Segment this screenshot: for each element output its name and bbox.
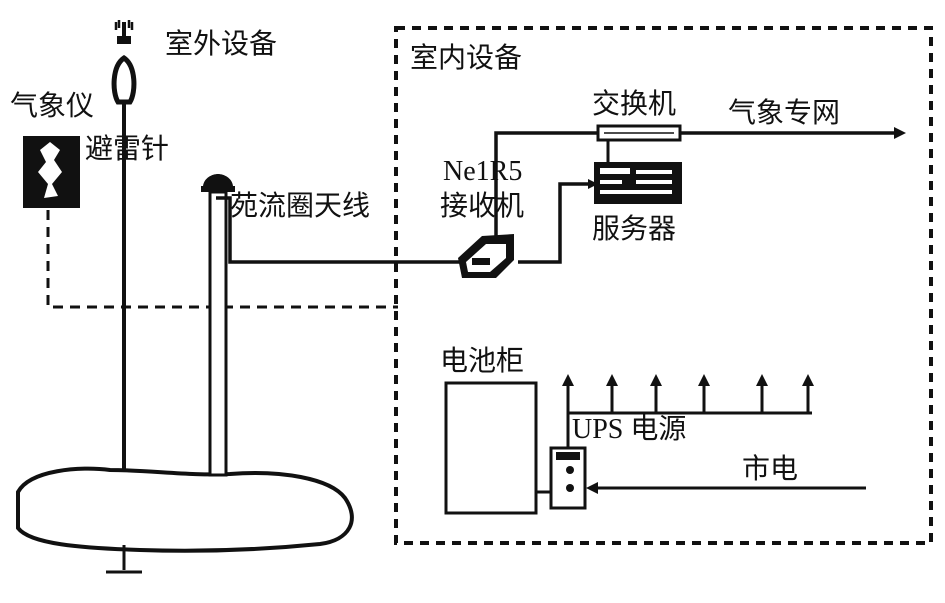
receiver-icon — [458, 234, 514, 278]
server-icon — [594, 162, 682, 204]
lightning-rod-tip-icon — [111, 20, 137, 105]
mains-power-arrowhead — [586, 482, 598, 494]
switch-label: 交换机 — [592, 87, 676, 120]
battery-cabinet-icon — [444, 381, 538, 515]
antenna-mast — [208, 190, 228, 477]
weather-instrument-label: 气象仪 — [10, 89, 94, 122]
outdoor-section-title: 室外设备 — [165, 27, 277, 60]
lightning-rod-label: 避雷针 — [85, 132, 169, 165]
receiver-label: 接收机 — [440, 189, 524, 222]
weather-network-label: 气象专网 — [728, 96, 840, 129]
weather-instrument-icon — [23, 136, 80, 208]
indoor-boundary — [394, 26, 933, 545]
ups-output-arrows — [562, 374, 814, 413]
ups-power-label: UPS 电源 — [572, 413, 686, 445]
receiver-server-arrowhead — [588, 179, 598, 189]
weather-instrument-cable — [46, 210, 398, 309]
server-label: 服务器 — [592, 212, 676, 245]
ground-mound — [16, 466, 354, 553]
weather-network-arrowhead — [894, 127, 906, 139]
indoor-section-title: 室内设备 — [410, 41, 522, 74]
choke-ring-antenna-label: 苑流圈天线 — [230, 189, 370, 222]
receiver-switch-link — [494, 131, 598, 236]
mains-power-label: 市电 — [742, 452, 798, 485]
battery-cabinet-label: 电池柜 — [440, 344, 524, 377]
receiver-server-link — [518, 182, 590, 264]
choke-ring-antenna-icon — [201, 174, 235, 192]
antenna-cable — [216, 196, 460, 264]
ups-unit-icon — [549, 446, 587, 510]
receiver-model-label: Ne1R5 — [443, 156, 522, 187]
